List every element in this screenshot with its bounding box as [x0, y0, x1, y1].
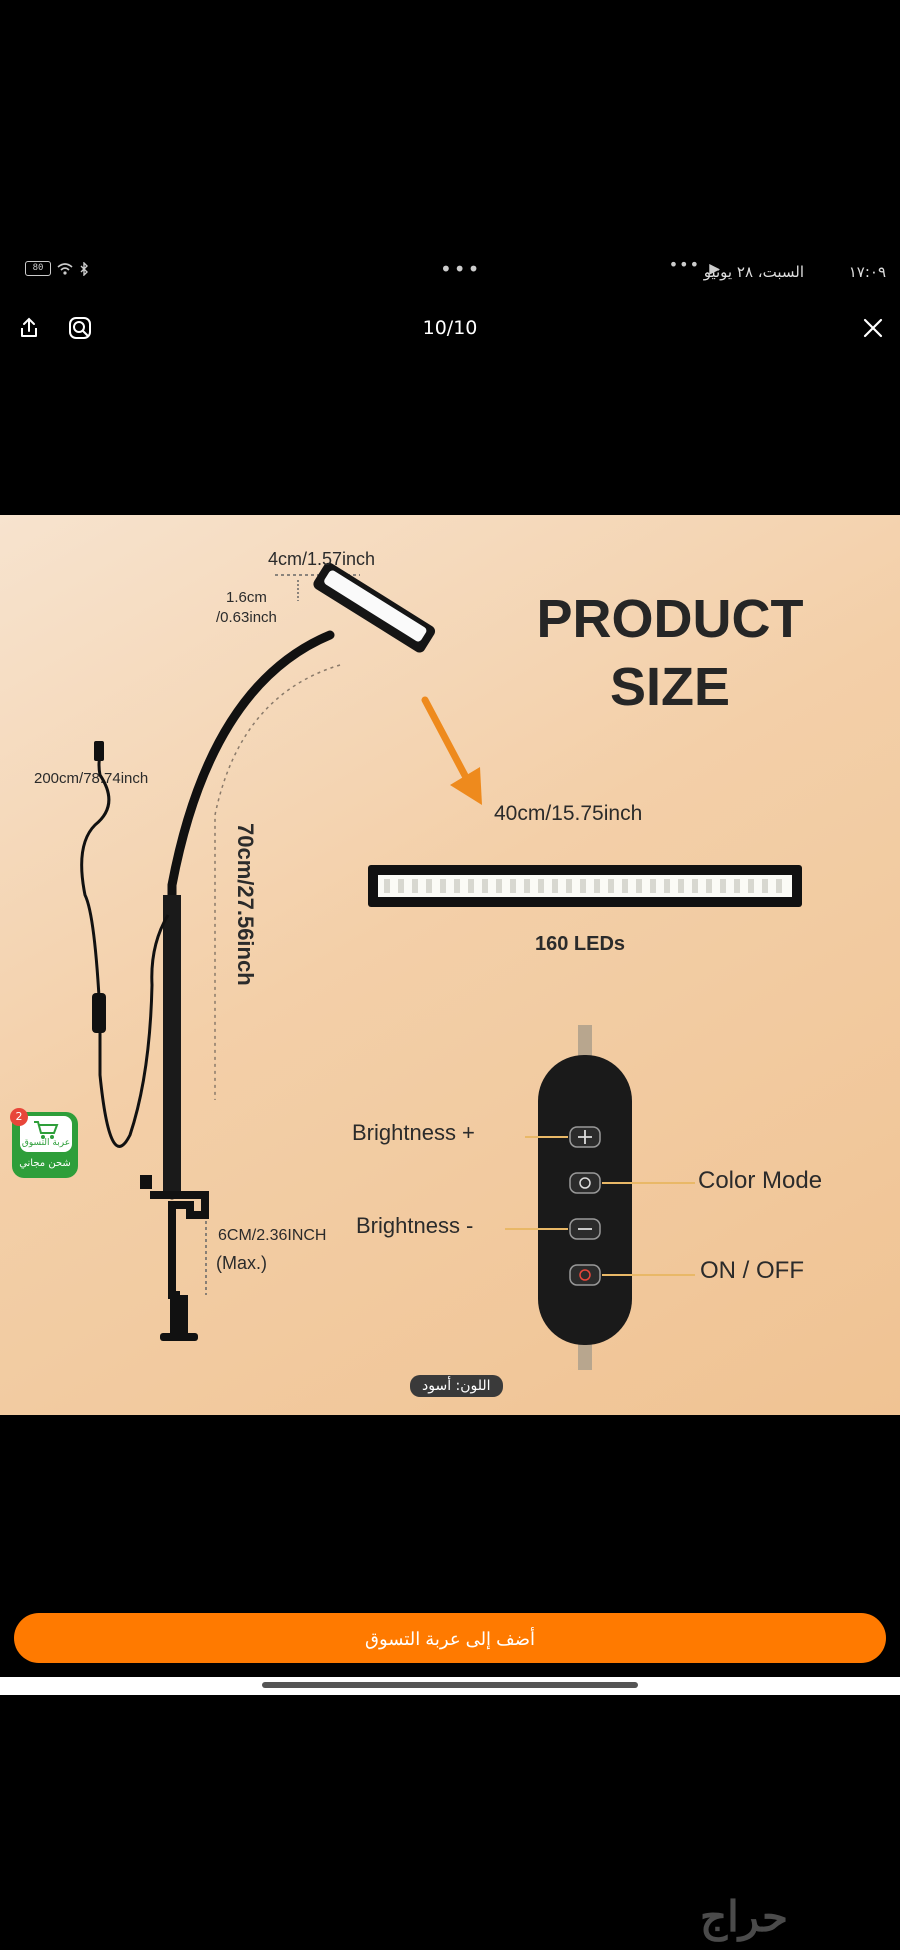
cart-count-badge: 2 [10, 1108, 28, 1126]
product-image[interactable]: 4cm/1.57inch 1.6cm /0.63inch PRODUCT SIZ… [0, 515, 900, 1415]
add-to-cart-button[interactable]: أضف إلى عربة التسوق [14, 1613, 886, 1663]
wifi-icon [57, 262, 73, 275]
led-count-label: 160 LEDs [535, 933, 626, 955]
brightness-up-label: Brightness + [352, 1120, 475, 1145]
image-counter: 10/10 [422, 317, 478, 339]
battery-icon: 80 [25, 261, 51, 276]
clamp-label-1: 6CM/2.36INCH [218, 1227, 327, 1244]
close-icon [863, 318, 883, 338]
cart-icon [34, 1121, 59, 1139]
arm-height-label: 70cm/27.56inch [233, 823, 258, 986]
visual-search-button[interactable] [63, 311, 97, 345]
brightness-down-label: Brightness - [356, 1213, 474, 1238]
heading-line-2: SIZE [609, 657, 731, 717]
clamp-label-2: (Max.) [216, 1253, 267, 1273]
bar-length-label: 40cm/15.75inch [494, 802, 643, 825]
play-icon: ▶ [709, 261, 720, 277]
status-time: ١٧:٠٩ [848, 263, 886, 281]
lamp-illustration [80, 562, 802, 1370]
share-button[interactable] [12, 311, 46, 345]
lens-search-icon [69, 317, 91, 339]
status-center-dots: ••• [440, 257, 482, 281]
cable-length-label: 200cm/78.74inch [34, 770, 149, 787]
head-width-label: 4cm/1.57inch [268, 549, 376, 569]
cart-badge-line2: شحن مجاني [19, 1158, 71, 1169]
viewer-toolbar: 10/10 [0, 305, 900, 351]
color-chip: اللون: أسود [410, 1375, 503, 1397]
floating-cart-badge[interactable]: عربة التسوق شحن مجاني 2 [10, 1108, 80, 1182]
share-icon [21, 317, 37, 337]
cart-badge-line1: عربة التسوق [21, 1138, 71, 1148]
bluetooth-icon [80, 261, 88, 276]
status-icons: 80 [25, 261, 89, 276]
status-date: السبت، ٢٨ يونيو [703, 263, 804, 281]
head-thickness-label-1: 1.6cm [226, 589, 267, 606]
heading-line-1: PRODUCT [536, 589, 804, 649]
on-off-label: ON / OFF [700, 1257, 804, 1284]
home-indicator[interactable] [262, 1682, 638, 1688]
head-thickness-label-2: /0.63inch [216, 609, 277, 626]
status-bar: ١٧:٠٩ السبت، ٢٨ يونيو ▶ ••• ••• 80 [0, 255, 900, 289]
haraj-watermark: حراج [700, 1892, 788, 1941]
color-mode-label: Color Mode [698, 1167, 823, 1194]
more-notifications: ••• [668, 255, 700, 274]
close-button[interactable] [856, 311, 890, 345]
